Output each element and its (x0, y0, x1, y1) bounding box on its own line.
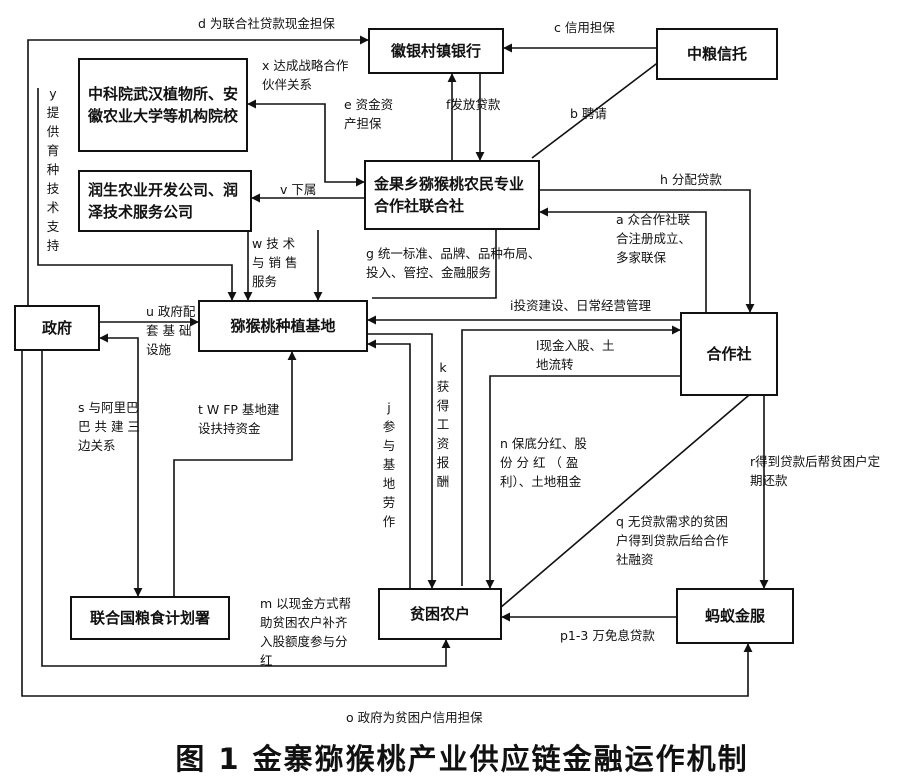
node-institutes: 中科院武汉植物所、安徽农业大学等机构院校 (78, 58, 248, 152)
node-companies: 润生农业开发公司、润泽技术服务公司 (78, 170, 252, 232)
label-b: b 聘请 (570, 106, 607, 121)
label-f: f发放贷款 (446, 97, 501, 112)
label-d: d 为联合社贷款现金担保 (198, 16, 335, 31)
label-n: n 保底分红、股 份 分 红 （ 盈 利）、土地租金 (500, 436, 587, 489)
figure-caption: 图 1 金寨猕猴桃产业供应链金融运作机制 (175, 742, 749, 776)
label-t: t W FP 基地建 设扶持资金 (198, 402, 280, 436)
edge-j (367, 339, 411, 588)
edge-m (41, 350, 451, 667)
edge-k (368, 333, 437, 589)
node-wfp: 联合国粮食计划署 (70, 596, 230, 640)
edge-o (21, 350, 753, 697)
label-h: h 分配贷款 (660, 172, 722, 187)
node-farmers: 贫困农户 (378, 588, 502, 640)
node-union: 金果乡猕猴桃农民专业合作社联合社 (364, 160, 540, 230)
label-r: r得到贷款后帮贫困户定 期还款 (750, 454, 881, 488)
label-y: y提供育种技术支持 (46, 86, 60, 253)
label-m: m 以现金方式帮 助贫困农户补齐 入股额度参与分 红 (260, 596, 352, 668)
edge-l (461, 325, 681, 586)
label-q: q 无贷款需求的贫困 户得到贷款后给合作 社融资 (616, 514, 729, 567)
edge-g2 (372, 230, 497, 299)
label-j: j参与基地劳作 (382, 400, 396, 529)
edge-a (539, 207, 707, 312)
node-bank: 徽银村镇银行 (368, 28, 504, 74)
edge-b (531, 54, 669, 159)
node-base: 猕猴桃种植基地 (198, 300, 368, 352)
label-o: o 政府为贫困户信用担保 (346, 710, 483, 725)
label-x: x 达成战略合作 伙伴关系 (262, 58, 349, 92)
label-i: i投资建设、日常经营管理 (510, 298, 651, 313)
edge-s (99, 333, 143, 597)
label-p: p1-3 万免息贷款 (560, 628, 655, 643)
label-l: l现金入股、土 地流转 (536, 338, 615, 372)
label-w: w 技 术 与 销 售 服务 (252, 236, 298, 289)
label-e: e 资金资 产担保 (344, 97, 394, 131)
label-c: c 信用担保 (554, 20, 615, 35)
label-g: g 统一标准、品牌、品种布局、 投入、管控、金融服务 (366, 246, 541, 280)
edge-t (173, 351, 297, 596)
edge-y (37, 88, 237, 301)
edge-h (540, 189, 755, 313)
label-s: s 与阿里巴 巴 共 建 三 边关系 (78, 400, 140, 453)
label-k: k获得工资报酬 (436, 360, 450, 489)
label-a: a 众合作社联 合注册成立、 多家联保 (616, 212, 692, 265)
label-v: v 下属 (280, 182, 317, 197)
node-ant: 蚂蚁金服 (676, 588, 794, 644)
edge-d (27, 35, 369, 305)
node-gov: 政府 (14, 305, 100, 351)
edge-n (485, 375, 680, 589)
node-coop: 合作社 (680, 312, 778, 396)
label-u: u 政府配 套 基 础 设施 (146, 304, 196, 357)
node-trust: 中粮信托 (656, 28, 778, 80)
edge-q (499, 383, 763, 609)
edge-x (247, 99, 365, 187)
